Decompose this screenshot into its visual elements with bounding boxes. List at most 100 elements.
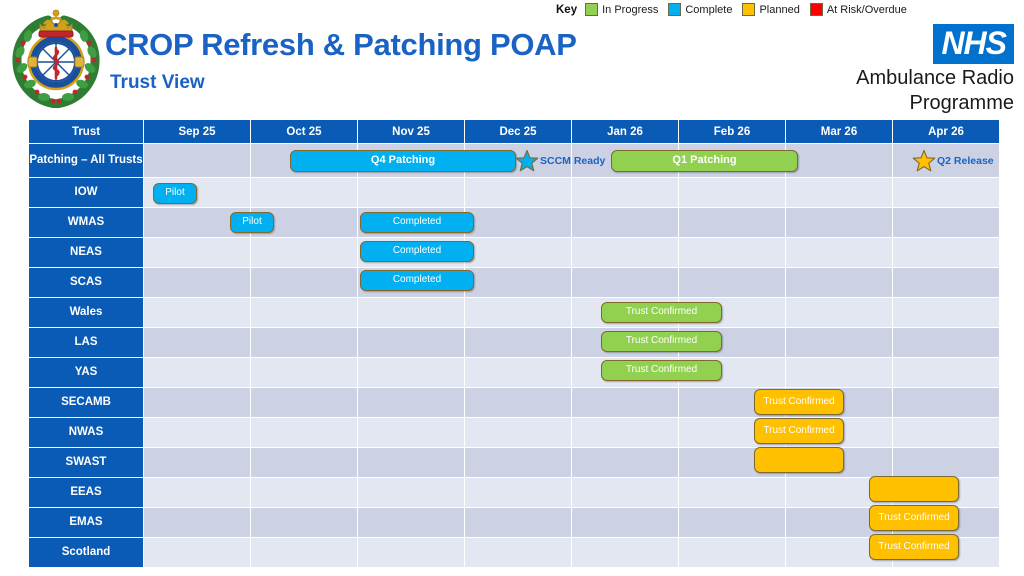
cell-las-nov-25[interactable] [358,328,464,357]
cell-swast-oct-25[interactable] [251,448,357,477]
cell-swast-sep-25[interactable] [144,448,250,477]
cell-scas-feb-26[interactable] [679,268,785,297]
cell-wmas-jan-26[interactable] [572,208,678,237]
cell-neas-apr-26[interactable] [893,238,999,267]
gantt-bar-eeas[interactable] [869,476,959,502]
cell-iow-dec-25[interactable] [465,178,571,207]
cell-scotland-nov-25[interactable] [358,538,464,567]
cell-yas-sep-25[interactable] [144,358,250,387]
cell-nwas-oct-25[interactable] [251,418,357,447]
row-label-wales[interactable]: Wales [29,298,143,327]
milestone-q2-release[interactable]: Q2 Release [912,149,994,173]
cell-yas-apr-26[interactable] [893,358,999,387]
cell-scas-dec-25[interactable] [465,268,571,297]
cell-patching-all-trusts-apr-26[interactable] [893,144,999,177]
cell-secamb-sep-25[interactable] [144,388,250,417]
row-label-eeas[interactable]: EEAS [29,478,143,507]
cell-iow-apr-26[interactable] [893,178,999,207]
cell-las-sep-25[interactable] [144,328,250,357]
cell-wales-sep-25[interactable] [144,298,250,327]
cell-emas-feb-26[interactable] [679,508,785,537]
row-label-wmas[interactable]: WMAS [29,208,143,237]
cell-eeas-sep-25[interactable] [144,478,250,507]
gantt-bar-neas-completed[interactable]: Completed [360,241,474,262]
cell-swast-jan-26[interactable] [572,448,678,477]
cell-scotland-oct-25[interactable] [251,538,357,567]
cell-wmas-apr-26[interactable] [893,208,999,237]
cell-wales-dec-25[interactable] [465,298,571,327]
cell-emas-nov-25[interactable] [358,508,464,537]
cell-wales-mar-26[interactable] [786,298,892,327]
gantt-bar-scotland-trust-confirmed[interactable]: Trust Confirmed [869,534,959,560]
row-label-emas[interactable]: EMAS [29,508,143,537]
gantt-bar-nwas-trust-confirmed[interactable]: Trust Confirmed [754,418,844,444]
row-label-scotland[interactable]: Scotland [29,538,143,567]
cell-swast-nov-25[interactable] [358,448,464,477]
cell-swast-apr-26[interactable] [893,448,999,477]
cell-secamb-jan-26[interactable] [572,388,678,417]
cell-emas-jan-26[interactable] [572,508,678,537]
row-label-nwas[interactable]: NWAS [29,418,143,447]
gantt-bar-patching-all-trusts-q4-patching[interactable]: Q4 Patching [290,150,516,172]
row-label-swast[interactable]: SWAST [29,448,143,477]
cell-scas-apr-26[interactable] [893,268,999,297]
cell-nwas-jan-26[interactable] [572,418,678,447]
cell-neas-dec-25[interactable] [465,238,571,267]
cell-scas-jan-26[interactable] [572,268,678,297]
cell-neas-jan-26[interactable] [572,238,678,267]
cell-patching-all-trusts-mar-26[interactable] [786,144,892,177]
gantt-bar-patching-all-trusts-q1-patching[interactable]: Q1 Patching [611,150,798,172]
cell-nwas-nov-25[interactable] [358,418,464,447]
gantt-bar-secamb-trust-confirmed[interactable]: Trust Confirmed [754,389,844,415]
cell-neas-feb-26[interactable] [679,238,785,267]
cell-patching-all-trusts-sep-25[interactable] [144,144,250,177]
cell-scotland-dec-25[interactable] [465,538,571,567]
row-label-las[interactable]: LAS [29,328,143,357]
cell-secamb-oct-25[interactable] [251,388,357,417]
cell-iow-oct-25[interactable] [251,178,357,207]
cell-wales-apr-26[interactable] [893,298,999,327]
cell-scotland-feb-26[interactable] [679,538,785,567]
gantt-bar-wmas-completed[interactable]: Completed [360,212,474,233]
gantt-bar-iow-pilot[interactable]: Pilot [153,183,197,204]
cell-yas-mar-26[interactable] [786,358,892,387]
cell-secamb-nov-25[interactable] [358,388,464,417]
cell-iow-feb-26[interactable] [679,178,785,207]
milestone-sccm-ready[interactable]: SCCM Ready [515,149,605,173]
cell-iow-mar-26[interactable] [786,178,892,207]
cell-eeas-oct-25[interactable] [251,478,357,507]
cell-eeas-jan-26[interactable] [572,478,678,507]
row-label-neas[interactable]: NEAS [29,238,143,267]
gantt-bar-wales-trust-confirmed[interactable]: Trust Confirmed [601,302,722,323]
cell-yas-nov-25[interactable] [358,358,464,387]
row-label-scas[interactable]: SCAS [29,268,143,297]
cell-neas-mar-26[interactable] [786,238,892,267]
row-label-yas[interactable]: YAS [29,358,143,387]
cell-las-oct-25[interactable] [251,328,357,357]
cell-wales-nov-25[interactable] [358,298,464,327]
cell-scas-mar-26[interactable] [786,268,892,297]
row-label-iow[interactable]: IOW [29,178,143,207]
cell-nwas-sep-25[interactable] [144,418,250,447]
cell-scas-sep-25[interactable] [144,268,250,297]
cell-scotland-sep-25[interactable] [144,538,250,567]
cell-las-mar-26[interactable] [786,328,892,357]
cell-emas-oct-25[interactable] [251,508,357,537]
cell-wales-oct-25[interactable] [251,298,357,327]
gantt-bar-scas-completed[interactable]: Completed [360,270,474,291]
cell-las-apr-26[interactable] [893,328,999,357]
row-label-patching-all-trusts[interactable]: Patching – All Trusts [29,144,143,177]
cell-swast-dec-25[interactable] [465,448,571,477]
cell-wmas-mar-26[interactable] [786,208,892,237]
gantt-bar-emas-trust-confirmed[interactable]: Trust Confirmed [869,505,959,531]
cell-neas-sep-25[interactable] [144,238,250,267]
cell-iow-nov-25[interactable] [358,178,464,207]
row-label-secamb[interactable]: SECAMB [29,388,143,417]
cell-nwas-dec-25[interactable] [465,418,571,447]
cell-yas-dec-25[interactable] [465,358,571,387]
cell-eeas-feb-26[interactable] [679,478,785,507]
cell-iow-jan-26[interactable] [572,178,678,207]
gantt-bar-swast[interactable] [754,447,844,473]
cell-yas-oct-25[interactable] [251,358,357,387]
cell-emas-sep-25[interactable] [144,508,250,537]
